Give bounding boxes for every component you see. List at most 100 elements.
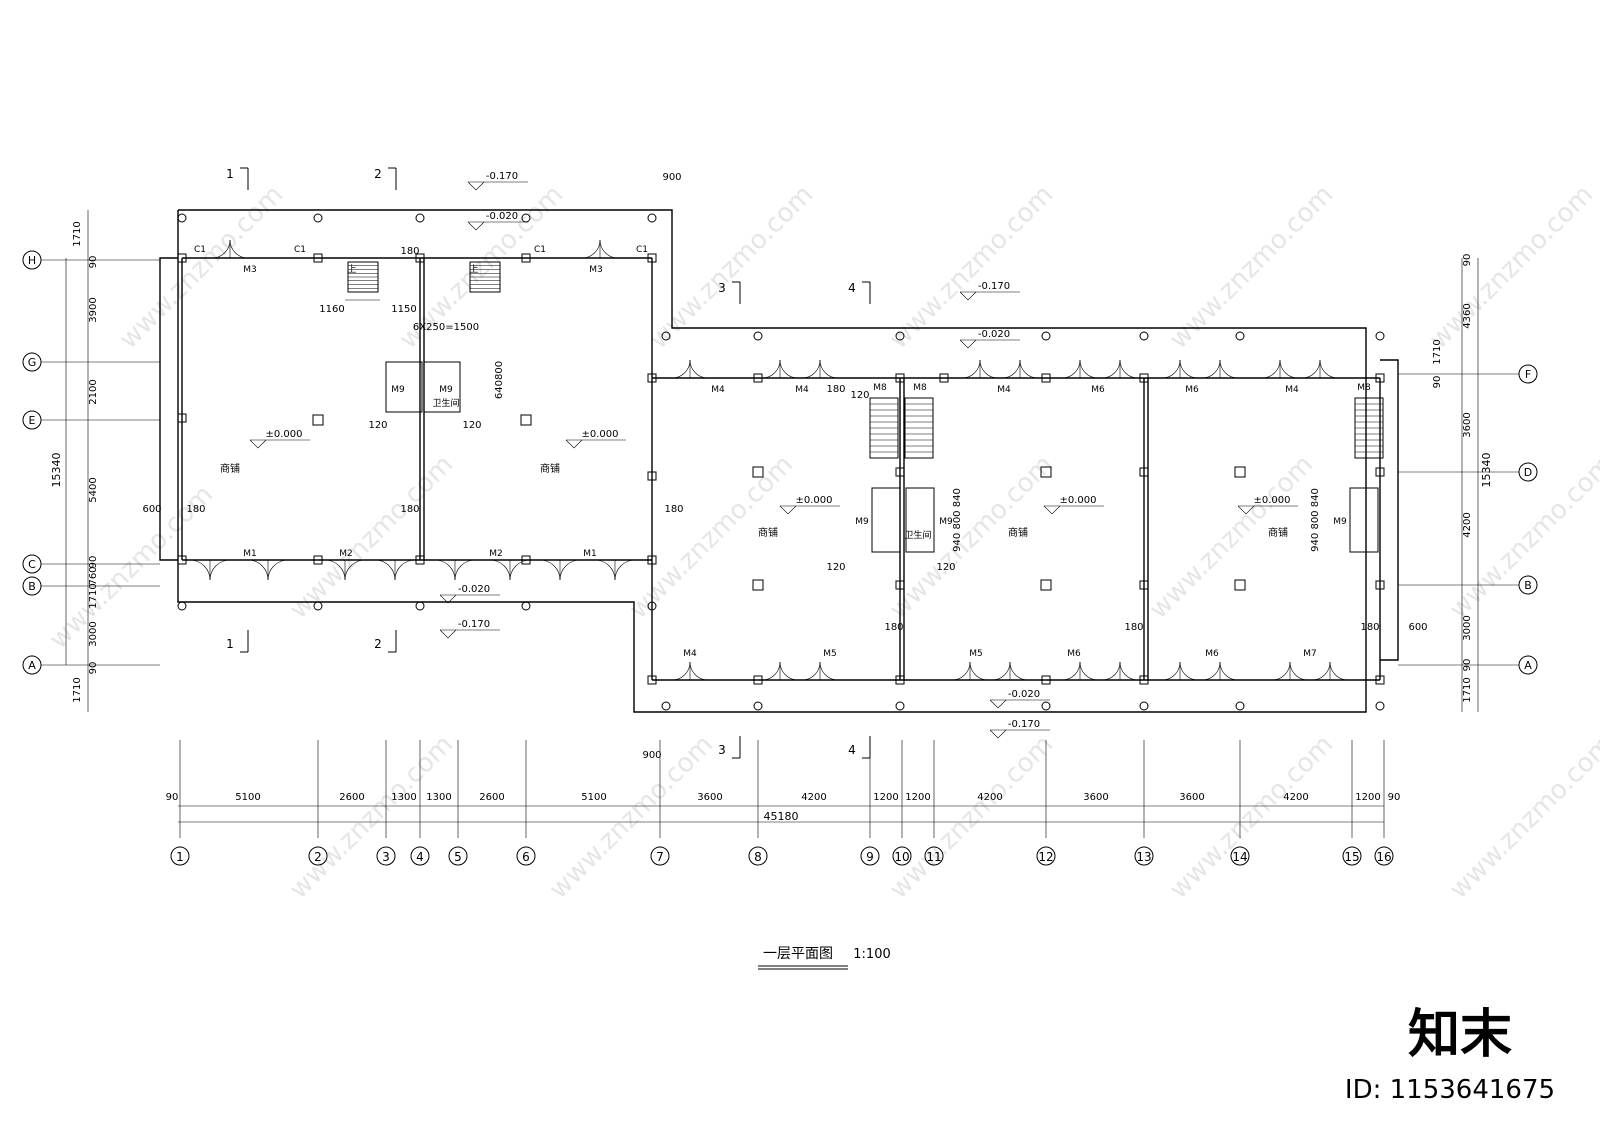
door-label: M8	[1357, 383, 1371, 393]
door-north	[1001, 359, 1021, 379]
column	[415, 253, 425, 263]
stair-up: 上	[347, 264, 356, 275]
misc-dim: 600	[1408, 622, 1427, 633]
misc-dim: 180	[884, 622, 903, 633]
misc-dim: 180	[826, 384, 845, 395]
room-label-shop: 商铺	[758, 526, 778, 539]
door-south	[1311, 661, 1331, 681]
door-north	[1161, 359, 1181, 379]
dim-text: 1710	[72, 221, 83, 246]
axis-label-2: 2	[314, 850, 322, 864]
dim-text: 90	[88, 256, 99, 269]
door-label: M9	[439, 385, 453, 395]
axis-bubble	[308, 846, 328, 866]
dim-text: 1200	[905, 792, 930, 803]
axis-bubble	[1342, 846, 1362, 866]
axis-label-B: B	[1524, 579, 1532, 592]
section-label: 2	[374, 637, 382, 651]
door-label: M1	[243, 549, 257, 559]
column	[1139, 467, 1149, 477]
misc-dim: 940 800 840	[1310, 488, 1321, 552]
misc-dim: 940 800 840	[952, 488, 963, 552]
dim-text: 5100	[581, 792, 606, 803]
door-label: M1	[583, 549, 597, 559]
perimeter-marker	[1235, 701, 1245, 711]
door-south	[801, 661, 821, 681]
axis-label-3: 3	[382, 850, 390, 864]
door-south	[434, 559, 456, 581]
axis-bubble	[892, 846, 912, 866]
misc-dim: 180	[664, 504, 683, 515]
door-south	[1329, 661, 1349, 681]
door-south	[614, 559, 636, 581]
level-text: ±0.000	[1059, 495, 1096, 506]
axis-label-4: 4	[416, 850, 424, 864]
level-mark	[989, 699, 1007, 709]
column	[1375, 467, 1385, 477]
misc-dim: 1160	[319, 304, 344, 315]
door-north	[1279, 359, 1299, 379]
column	[177, 253, 187, 263]
level-text: -0.170	[486, 171, 518, 182]
section-label: 1	[226, 167, 234, 181]
drawing-title: 一层平面图	[763, 946, 833, 962]
level-mark	[959, 339, 977, 349]
door-south	[671, 661, 691, 681]
dim-text: 2600	[339, 792, 364, 803]
level-text: ±0.000	[265, 429, 302, 440]
column	[647, 471, 657, 481]
door-south	[247, 559, 269, 581]
axis-bubble	[1036, 846, 1056, 866]
level-mark	[565, 439, 583, 449]
door-north	[979, 359, 999, 379]
axis-label-C: C	[28, 558, 36, 571]
dim-text: 90	[1432, 376, 1443, 389]
misc-dim: 180	[186, 504, 205, 515]
dim-text: 1200	[873, 792, 898, 803]
door-label: M9	[939, 517, 953, 527]
drawing-scale: 1:100	[853, 947, 890, 962]
door-south	[779, 661, 799, 681]
dim-text: 3600	[1083, 792, 1108, 803]
axis-label-14: 14	[1232, 850, 1247, 864]
dim-total: 15340	[50, 453, 63, 488]
perimeter-marker	[647, 213, 657, 223]
misc-dim: 1150	[391, 304, 416, 315]
perimeter-marker	[753, 701, 763, 711]
axis-bubble	[748, 846, 768, 866]
column	[313, 555, 323, 565]
dim-text: 1710	[1432, 339, 1443, 364]
dim-text: 1710	[72, 677, 83, 702]
floor-marker	[312, 414, 324, 426]
door-north	[599, 239, 619, 259]
door-south	[267, 559, 289, 581]
watermark-text: www.znzmo.com	[1444, 730, 1600, 905]
level-mark	[249, 439, 267, 449]
door-south	[1179, 661, 1199, 681]
door-south	[489, 559, 511, 581]
door-north	[1179, 359, 1199, 379]
dim-text: 90	[1462, 254, 1473, 267]
axis-bubble	[650, 846, 670, 866]
door-south	[951, 661, 971, 681]
door-south	[509, 559, 531, 581]
section-label: 2	[374, 167, 382, 181]
level-text: ±0.000	[795, 495, 832, 506]
misc-dim: 180	[1360, 622, 1379, 633]
door-south	[1119, 661, 1139, 681]
toilet-stall	[871, 487, 901, 553]
column	[1139, 675, 1149, 685]
axis-label-A: A	[1524, 659, 1532, 672]
dim-text: 3600	[1179, 792, 1204, 803]
misc-dim: 900	[642, 750, 661, 761]
door-label: C1	[636, 245, 648, 255]
image-id: ID: 1153641675	[1345, 1075, 1555, 1105]
dim-total: 15340	[1480, 453, 1493, 488]
level-text: -0.170	[978, 281, 1010, 292]
level-text: -0.020	[486, 211, 518, 222]
room-label-toilet: 卫生间	[904, 529, 931, 541]
door-south	[1271, 661, 1291, 681]
column	[1041, 373, 1051, 383]
column	[1139, 373, 1149, 383]
door-south	[761, 661, 781, 681]
